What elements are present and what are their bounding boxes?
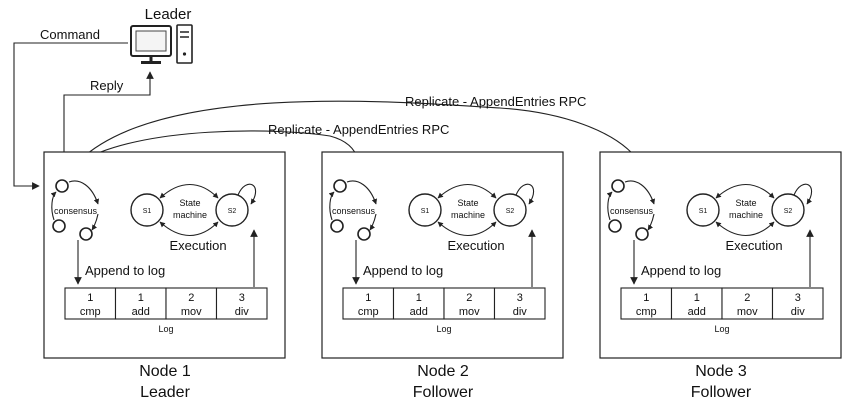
- consensus-label: consensus: [54, 206, 98, 216]
- consensus-label: consensus: [610, 206, 654, 216]
- s1-label: S1: [699, 208, 708, 215]
- state-machine-title-1: State: [179, 198, 200, 208]
- log-entry: 1 add: [114, 287, 167, 320]
- log-term: 3: [795, 292, 801, 304]
- log-command: cmp: [358, 306, 379, 318]
- s2-label: S2: [784, 208, 793, 215]
- log-term: 2: [188, 292, 194, 304]
- s2-label: S2: [506, 208, 515, 215]
- replicate-rpc-node3: Replicate - AppendEntries RPC: [79, 94, 639, 161]
- consensus-cycle: consensus: [50, 179, 100, 241]
- state-s2: [771, 193, 805, 227]
- log-command: div: [513, 306, 528, 318]
- log-entry: 1 add: [670, 287, 723, 320]
- node-caption-name: Node 3: [695, 363, 747, 380]
- log-entry: 1 cmp: [620, 287, 673, 320]
- state-s1: [686, 193, 720, 227]
- log-term: 1: [416, 292, 422, 304]
- state-s1: [408, 193, 442, 227]
- log-term: 2: [744, 292, 750, 304]
- log-term: 3: [239, 292, 245, 304]
- rpc-label-node2: Replicate - AppendEntries RPC: [268, 122, 449, 137]
- log-command: div: [791, 306, 806, 318]
- log-entry: 3 div: [493, 287, 546, 320]
- consensus-label: consensus: [332, 206, 376, 216]
- state-machine-title-2: machine: [729, 210, 763, 220]
- state-s2: [215, 193, 249, 227]
- log-term: 1: [138, 292, 144, 304]
- state-s1: [130, 193, 164, 227]
- execution-label: Execution: [169, 238, 226, 253]
- node-caption-role: Follower: [413, 384, 474, 401]
- execution-label: Execution: [725, 238, 782, 253]
- log-command: mov: [459, 306, 480, 318]
- state-machine-title-2: machine: [451, 210, 485, 220]
- append-label: Append to log: [641, 263, 721, 278]
- node-caption-role: Follower: [691, 384, 752, 401]
- log-table: 1 cmp 1 add 2 mov 3 div: [342, 287, 546, 320]
- state-s2: [493, 193, 527, 227]
- log-command: add: [688, 306, 706, 318]
- client-computer: Leader: [130, 6, 193, 64]
- node-3: consensus S1 S2 State machineExecutionAppend…: [599, 151, 842, 401]
- client-title: Leader: [145, 6, 192, 23]
- s1-label: S1: [421, 208, 430, 215]
- log-command: div: [235, 306, 250, 318]
- consensus-cycle: consensus: [328, 179, 378, 241]
- log-entry: 3 div: [771, 287, 824, 320]
- log-table: 1 cmp 1 add 2 mov 3 div: [64, 287, 268, 320]
- state-machine-title-1: State: [457, 198, 478, 208]
- reply-label: Reply: [90, 78, 124, 93]
- log-term: 2: [466, 292, 472, 304]
- node-caption-name: Node 2: [417, 363, 469, 380]
- log-table: 1 cmp 1 add 2 mov 3 div: [620, 287, 824, 320]
- node-1: consensus S1 S2 State machineExecutionAppend…: [43, 151, 286, 401]
- log-term: 1: [365, 292, 371, 304]
- node-caption-role: Leader: [140, 384, 190, 401]
- log-entry: 2 mov: [443, 287, 496, 320]
- log-command: add: [410, 306, 428, 318]
- log-command: add: [132, 306, 150, 318]
- log-title: Log: [158, 324, 173, 334]
- state-machine-title-2: machine: [173, 210, 207, 220]
- command-label: Command: [40, 27, 100, 42]
- node-2: consensus S1 S2 State machineExecutionAppend…: [321, 151, 564, 401]
- rpc-label-node3: Replicate - AppendEntries RPC: [405, 94, 586, 109]
- nodes-layer: consensus S1 S2 State machineExecutionAppend…: [43, 151, 842, 401]
- s2-label: S2: [228, 208, 237, 215]
- append-label: Append to log: [363, 263, 443, 278]
- computer-icon: [130, 24, 193, 64]
- execution-label: Execution: [447, 238, 504, 253]
- reply-arrow: Reply: [63, 71, 154, 152]
- replicate-rpc-node2: Replicate - AppendEntries RPC: [77, 122, 449, 164]
- log-command: cmp: [636, 306, 657, 318]
- consensus-cycle: consensus: [606, 179, 656, 241]
- log-term: 1: [643, 292, 649, 304]
- s1-label: S1: [143, 208, 152, 215]
- log-term: 1: [87, 292, 93, 304]
- log-entry: 3 div: [215, 287, 268, 320]
- log-term: 3: [517, 292, 523, 304]
- state-machine-title-1: State: [735, 198, 756, 208]
- log-entry: 2 mov: [165, 287, 218, 320]
- log-entry: 2 mov: [721, 287, 774, 320]
- node-caption-name: Node 1: [139, 363, 191, 380]
- log-term: 1: [694, 292, 700, 304]
- log-command: cmp: [80, 306, 101, 318]
- log-entry: 1 cmp: [342, 287, 395, 320]
- log-title: Log: [436, 324, 451, 334]
- log-entry: 1 cmp: [64, 287, 117, 320]
- log-entry: 1 add: [392, 287, 445, 320]
- command-arrow: Command: [13, 27, 128, 190]
- log-command: mov: [181, 306, 202, 318]
- append-label: Append to log: [85, 263, 165, 278]
- log-command: mov: [737, 306, 758, 318]
- log-title: Log: [714, 324, 729, 334]
